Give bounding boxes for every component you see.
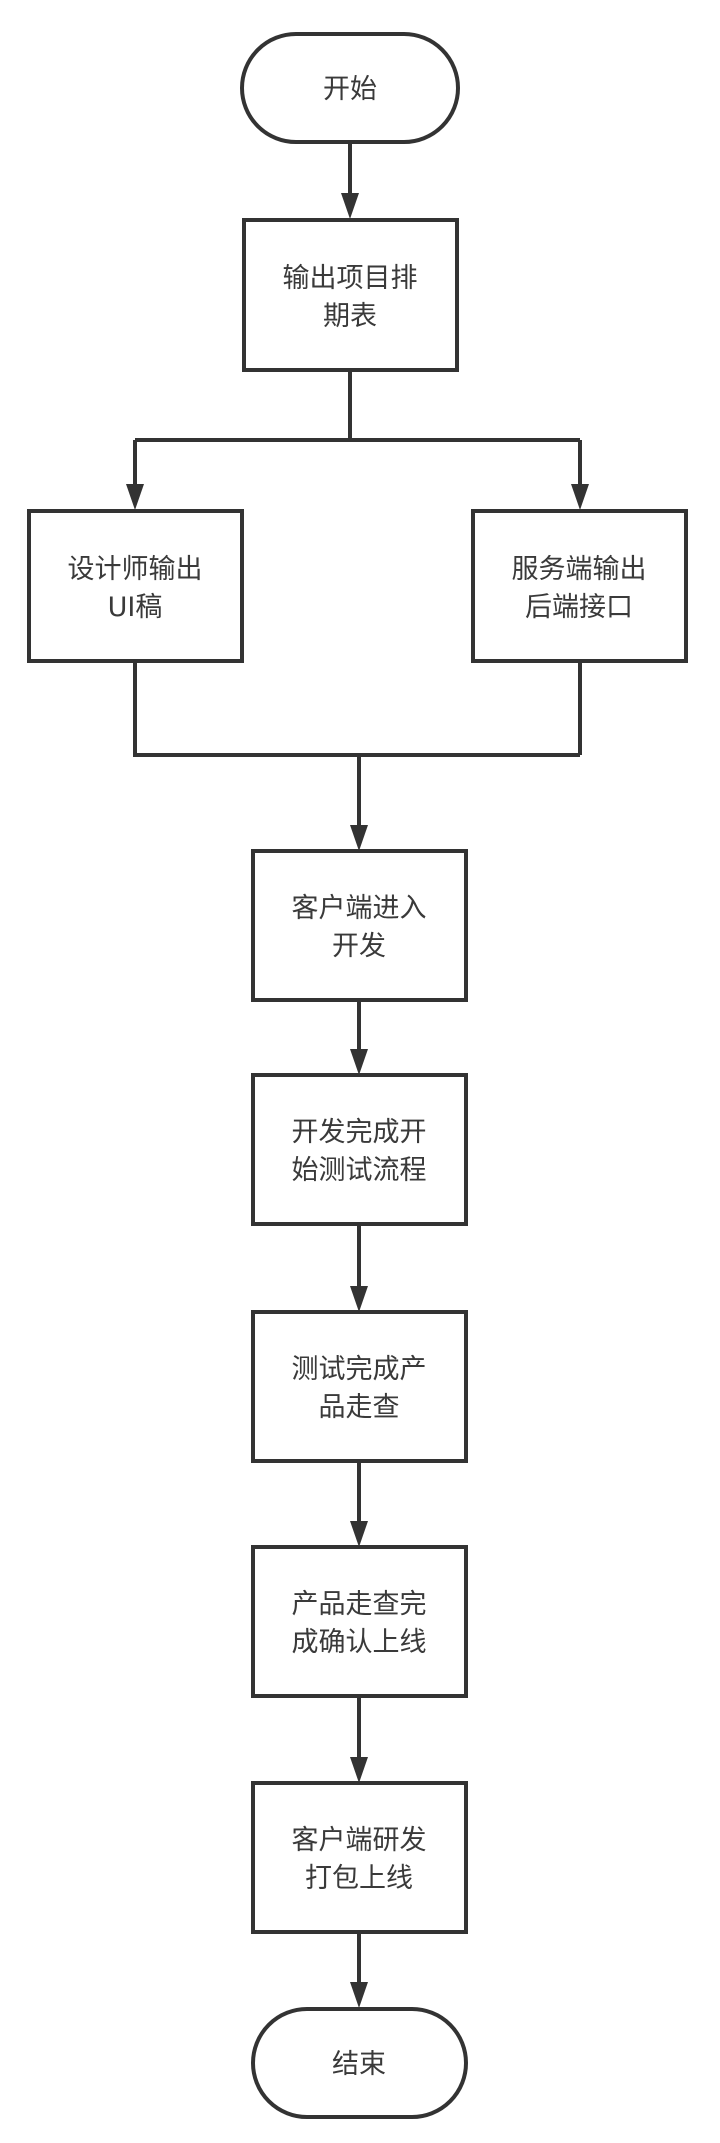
node-backend[interactable]: 服务端输出 后端接口 xyxy=(471,509,688,663)
node-backend-label-line2: 后端接口 xyxy=(525,592,633,623)
node-testing[interactable]: 开发完成开 始测试流程 xyxy=(251,1073,468,1226)
node-client-dev[interactable]: 客户端进入 开发 xyxy=(251,849,468,1002)
node-schedule-label-line2: 期表 xyxy=(323,301,377,332)
arrowhead-icon xyxy=(350,1049,368,1075)
node-walkthrough-label-line1: 测试完成产 xyxy=(292,1354,427,1385)
node-testing-label-line1: 开发完成开 xyxy=(292,1117,427,1148)
arrowhead-icon xyxy=(341,193,359,219)
node-schedule[interactable]: 输出项目排 期表 xyxy=(242,218,459,372)
node-backend-label-line1: 服务端输出 xyxy=(512,554,647,585)
node-client-dev-label-line1: 客户端进入 xyxy=(292,893,427,924)
arrowhead-icon xyxy=(126,484,144,510)
node-start[interactable]: 开始 xyxy=(240,32,460,144)
node-release[interactable]: 客户端研发 打包上线 xyxy=(251,1781,468,1934)
arrowhead-icon xyxy=(350,1982,368,2008)
node-walkthrough-label-line2: 品走查 xyxy=(319,1392,400,1423)
arrowhead-icon xyxy=(350,1757,368,1783)
edge-schedule-split xyxy=(133,370,582,490)
arrowhead-icon xyxy=(350,825,368,851)
node-testing-label-line2: 始测试流程 xyxy=(292,1155,427,1186)
node-confirm-label-line1: 产品走查完 xyxy=(292,1589,427,1620)
node-design-label-line2: UI稿 xyxy=(108,592,163,623)
node-end-label: 结束 xyxy=(332,2049,386,2080)
node-schedule-label-line1: 输出项目排 xyxy=(283,263,418,294)
node-release-label-line2: 打包上线 xyxy=(305,1863,413,1894)
node-walkthrough[interactable]: 测试完成产 品走查 xyxy=(251,1310,468,1463)
node-client-dev-label-line2: 开发 xyxy=(332,931,386,962)
nodes-layer: 开始 输出项目排 期表 设计师输出 UI稿 服务端输出 后端接口 客户端进入 开… xyxy=(27,32,688,2119)
arrowhead-icon xyxy=(350,1521,368,1547)
arrowhead-icon xyxy=(571,484,589,510)
arrowhead-icon xyxy=(350,1286,368,1312)
node-start-label: 开始 xyxy=(323,74,377,105)
edges-layer xyxy=(126,142,589,2008)
node-end[interactable]: 结束 xyxy=(251,2007,468,2119)
node-confirm[interactable]: 产品走查完 成确认上线 xyxy=(251,1545,468,1698)
edge-branches-merge xyxy=(133,661,582,830)
node-design-label-line1: 设计师输出 xyxy=(68,554,203,585)
node-confirm-label-line2: 成确认上线 xyxy=(292,1627,427,1658)
node-design[interactable]: 设计师输出 UI稿 xyxy=(27,509,244,663)
node-release-label-line1: 客户端研发 xyxy=(292,1825,427,1856)
